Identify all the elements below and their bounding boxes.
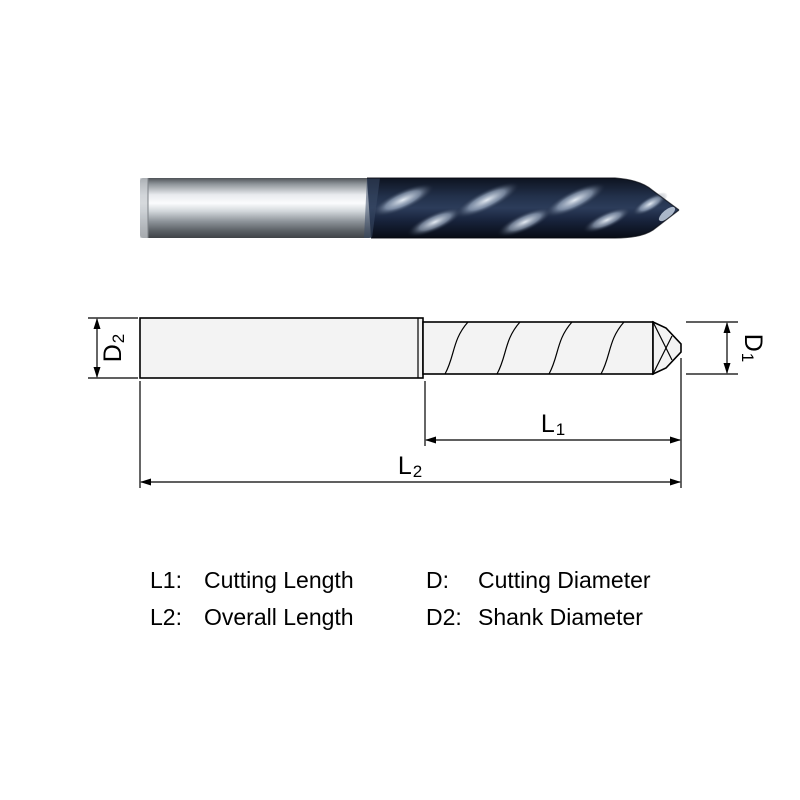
legend-abbr-d2: D2: [426,604,462,630]
dimension-d2 [88,317,138,379]
flute-helix-lines [444,321,625,375]
legend-abbr-l2: L2: [150,604,182,630]
legend-label-l2: Overall Length [204,604,354,630]
legend-abbr-d: D: [426,567,449,593]
dimension-drawing [88,317,738,488]
label-l1-main: L [540,410,555,438]
legend-abbr-l1: L1: [150,567,182,593]
legend: L1: Cutting Length D: Cutting Diameter L… [150,562,651,636]
dimension-l1 [424,358,682,488]
label-l2-sub: 2 [412,462,423,481]
photo-coated-flutes [364,177,680,239]
legend-label-d2: Shank Diameter [478,604,643,630]
dimension-d1 [686,321,738,375]
label-l2-main: L [397,452,412,480]
label-d1-main: D [739,333,767,352]
label-d1-sub: 1 [738,352,757,363]
label-l1-sub: 1 [555,420,566,439]
drill-bit-photo [140,177,680,239]
label-d2-main: D [99,344,127,363]
legend-label-l1: Cutting Length [204,567,354,593]
tip-outline [652,320,682,376]
label-d2-sub: 2 [109,333,128,344]
legend-label-d: Cutting Diameter [478,567,651,593]
shank-outline [139,317,424,379]
dimension-l2 [139,381,681,488]
photo-shank [140,178,372,238]
